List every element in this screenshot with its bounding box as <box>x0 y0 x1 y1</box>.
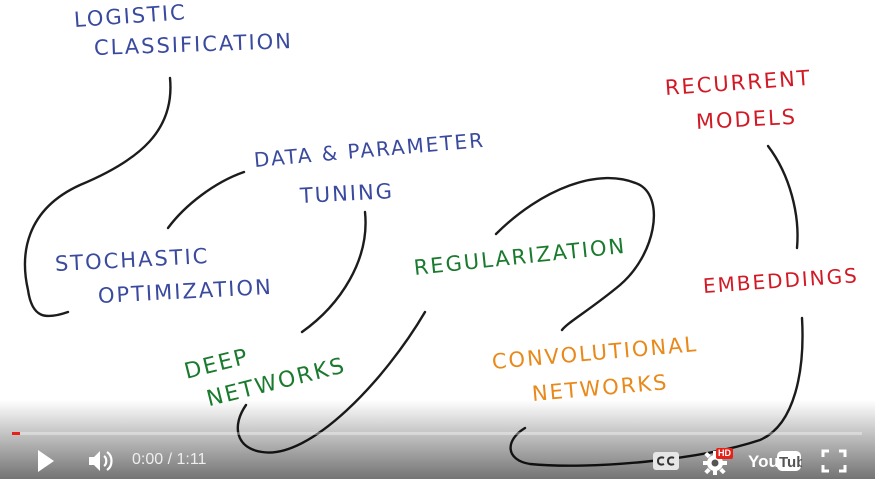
time-display: 0:00 / 1:11 <box>132 451 206 469</box>
settings-icon <box>703 451 727 475</box>
fullscreen-button[interactable] <box>820 448 848 474</box>
curve-logistic-to-stochastic <box>23 76 172 318</box>
progress-bar[interactable] <box>12 432 862 435</box>
youtube-logo[interactable]: You Tube <box>748 449 814 473</box>
controls-gradient <box>0 400 875 479</box>
progress-played <box>12 432 20 435</box>
svg-text:Tube: Tube <box>779 454 802 471</box>
mute-button[interactable] <box>86 447 116 475</box>
curve-stochastic-to-data <box>166 170 246 230</box>
label-models: MODELS <box>695 104 798 134</box>
youtube-logo-icon: You Tube <box>748 451 814 471</box>
time-separator: / <box>163 451 177 468</box>
hd-badge: HD <box>716 448 733 459</box>
current-time: 0:00 <box>132 451 164 468</box>
settings-button[interactable]: HD <box>700 446 736 476</box>
captions-icon <box>653 452 679 470</box>
curve-regularization-loop <box>494 176 655 332</box>
captions-button[interactable] <box>652 451 680 471</box>
play-button[interactable] <box>30 446 60 476</box>
volume-icon <box>89 451 113 471</box>
label-tuning: TUNING <box>299 179 395 208</box>
fullscreen-icon <box>821 449 847 473</box>
curve-data-to-deep <box>300 210 367 334</box>
svg-text:You: You <box>748 452 779 471</box>
curve-recurrent-to-embeddings <box>766 144 799 250</box>
play-icon <box>38 450 54 472</box>
duration: 1:11 <box>176 451 207 468</box>
